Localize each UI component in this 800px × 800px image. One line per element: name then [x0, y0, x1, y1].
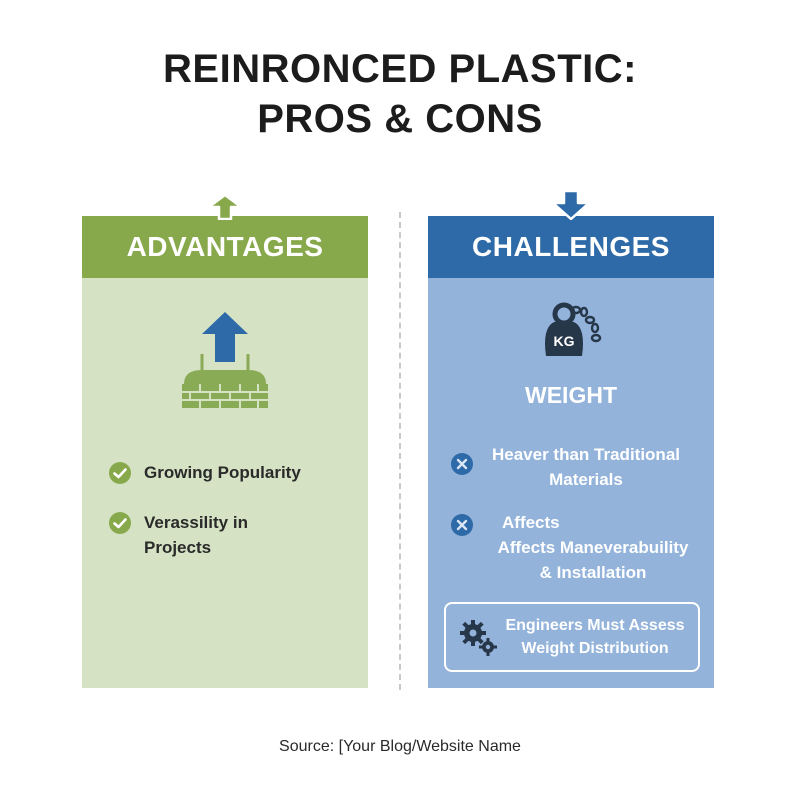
weight-title: WEIGHT	[525, 382, 617, 408]
challenges-header: CHALLENGES	[428, 216, 714, 278]
challenge-item-2: Affects Affects Maneverabuility & Instal…	[450, 510, 700, 585]
advantages-panel: ADVANTAGES Growing Popularity Verassilit…	[82, 194, 368, 688]
engineers-note-box: Engineers Must Assess Weight Distributio…	[444, 602, 700, 672]
engineers-note-text: Engineers Must Assess Weight Distributio…	[505, 617, 685, 657]
title-line-1: REINRONCED PLASTIC:	[163, 47, 637, 91]
challenges-panel: CHALLENGES KG WEIGHT Heaver than Traditi…	[428, 190, 714, 688]
advantage-item-2-text: Verassility in Projects	[144, 513, 248, 557]
weight-badge-text: KG	[554, 333, 575, 349]
x-circle-icon	[451, 514, 473, 536]
advantage-item-1-text: Growing Popularity	[144, 463, 301, 482]
challenge-item-1-text: Heaver than Traditional Materials	[492, 445, 680, 489]
center-divider	[399, 212, 401, 690]
challenge-item-2-text: Affects Affects Maneverabuility & Instal…	[486, 510, 700, 585]
x-circle-icon	[451, 453, 473, 475]
kettlebell-weight-icon: KG	[545, 302, 602, 356]
challenge-item-2-line-2: Affects Maneverabuility	[497, 538, 689, 557]
challenge-item-2-line-3: & Installation	[539, 563, 647, 582]
check-circle-icon	[109, 512, 131, 534]
advantage-item-1: Growing Popularity	[108, 460, 301, 485]
challenge-item-2-line-1: Affects	[502, 513, 560, 532]
source-caption: Source: [Your Blog/Website Name	[279, 738, 521, 755]
gears-icon	[460, 620, 497, 656]
advantages-header: ADVANTAGES	[82, 216, 368, 278]
up-arrow-icon	[207, 194, 243, 220]
check-circle-icon	[109, 462, 131, 484]
down-arrow-icon	[551, 190, 591, 220]
title-line-2: PROS & CONS	[257, 97, 543, 141]
page-title: REINRONCED PLASTIC: PROS & CONS	[0, 44, 800, 144]
advantages-header-label: ADVANTAGES	[126, 231, 324, 262]
challenge-item-1: Heaver than Traditional Materials	[450, 442, 686, 492]
brick-platform-icon	[182, 312, 268, 408]
advantage-item-2: Verassility in Projects	[108, 510, 284, 560]
challenges-header-label: CHALLENGES	[472, 231, 670, 262]
